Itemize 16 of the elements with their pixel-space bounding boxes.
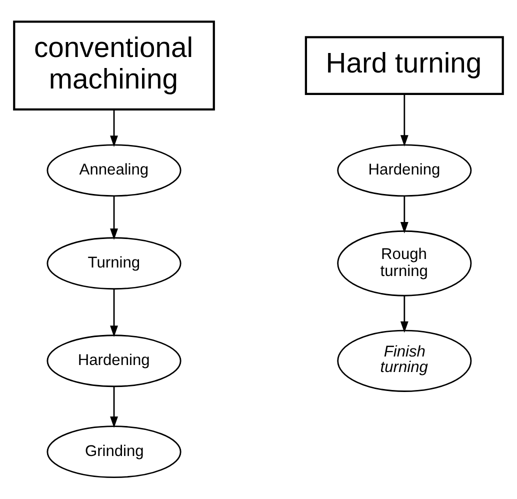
node-ellipse: Hardening [46,334,182,388]
node-ellipse: Rough turning [337,230,472,296]
node-box: Hard turning [304,36,504,95]
arrow [110,386,118,428]
node-ellipse: Grinding [46,426,182,478]
arrow [110,110,118,147]
node-ellipse: Annealing [46,144,182,197]
node-ellipse: Hardening [337,144,472,197]
node-ellipse: Finish turning [337,330,472,392]
arrow [110,289,118,337]
arrow [400,94,408,146]
node-box: conventional machining [13,20,215,111]
arrow [400,196,408,234]
node-ellipse: Turning [46,237,182,290]
arrow [400,296,408,333]
arrow [110,196,118,240]
